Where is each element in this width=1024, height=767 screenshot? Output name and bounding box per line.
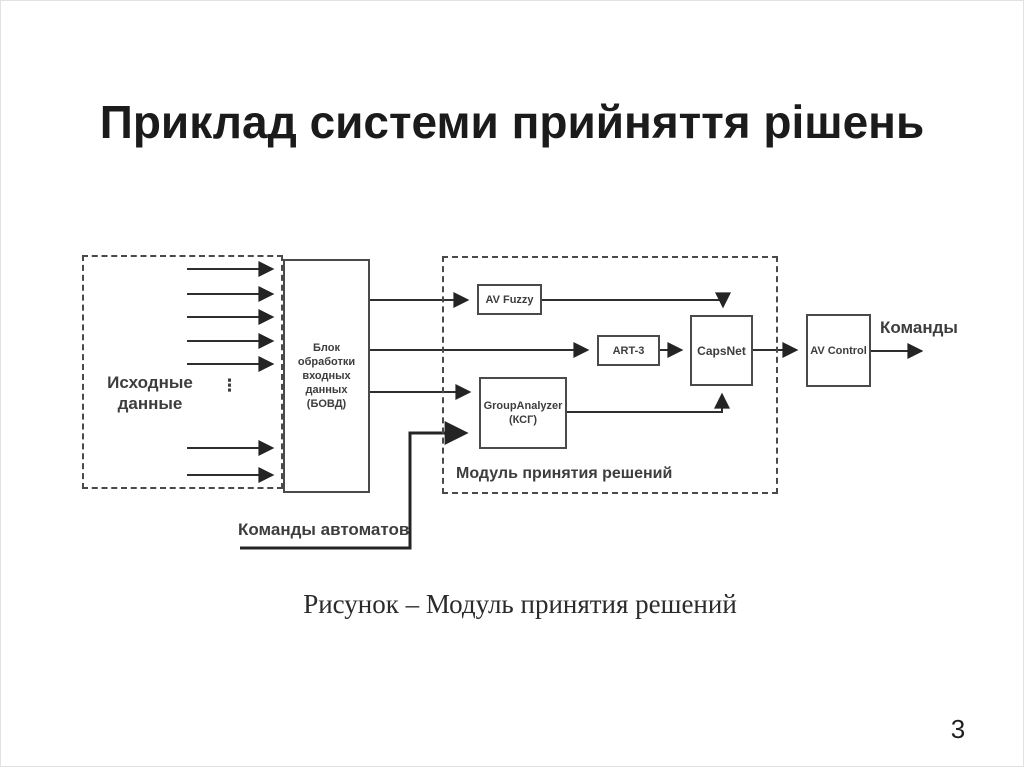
input-ellipsis-dots: ⋮ — [221, 376, 238, 395]
input-data-group-box — [82, 255, 283, 489]
av-control-block: AV Control — [806, 314, 871, 387]
capsnet-label: CapsNet — [697, 343, 746, 358]
av-fuzzy-block: AV Fuzzy — [477, 284, 542, 315]
decision-module-label: Модуль принятия решений — [456, 465, 673, 482]
bovd-block: Блок обработки входных данных (БОВД) — [283, 259, 370, 493]
av-fuzzy-label: AV Fuzzy — [485, 293, 534, 306]
edge-groupanalyzer-capsnet — [567, 392, 730, 413]
av-control-label: AV Control — [810, 344, 867, 357]
slide-title: Приклад системи прийняття рішень — [99, 95, 925, 148]
input-data-label: Исходные данные — [107, 373, 193, 413]
output-commands-label: Команды — [880, 318, 958, 337]
edge-avfuzzy-capsnet — [542, 292, 731, 309]
art3-label: ART-3 — [612, 344, 645, 357]
edge-automata-groupanalyzer — [240, 421, 469, 550]
group-analyzer-block: GroupAnalyzer (КСГ) — [479, 377, 567, 449]
capsnet-block: CapsNet — [690, 315, 753, 386]
decision-module-group-box — [442, 256, 778, 494]
figure-caption: Рисунок – Модуль принятия решений — [303, 589, 737, 619]
art3-block: ART-3 — [597, 335, 660, 366]
automata-commands-label: Команды автоматов — [238, 520, 410, 539]
page-number: 3 — [950, 714, 966, 744]
group-analyzer-label: GroupAnalyzer (КСГ) — [483, 400, 563, 426]
bovd-label: Блок обработки входных данных (БОВД) — [297, 342, 356, 410]
input-arrows — [187, 261, 275, 483]
